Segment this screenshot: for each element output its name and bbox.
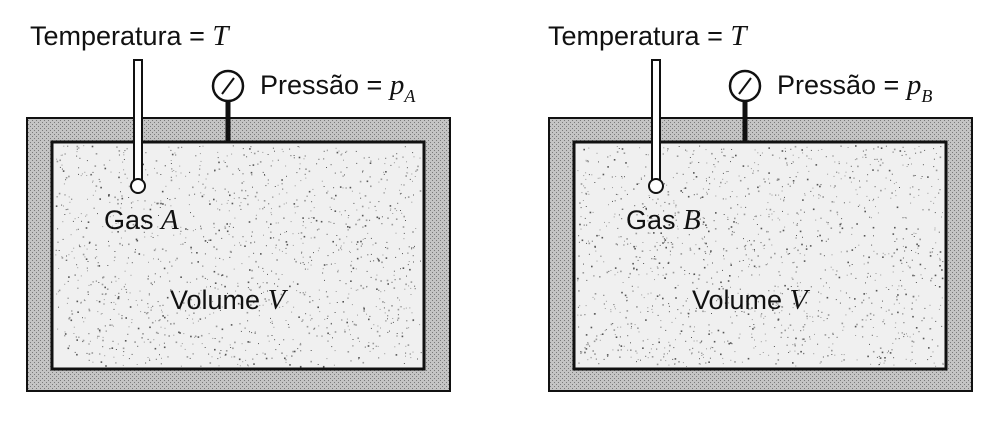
- pressure-gauge-b-needle: [738, 77, 752, 95]
- container-a-gas-region: [50, 140, 426, 371]
- thermometer-a-stem: [133, 59, 143, 183]
- pressure-label-b: Pressão = pB: [777, 69, 933, 106]
- pressure-gauge-b: [728, 69, 762, 142]
- temperature-label-b: Temperatura = T: [548, 21, 747, 51]
- volume-symbol-b: V: [789, 284, 808, 316]
- gas-label-b-text: Gas: [626, 205, 676, 235]
- thermometer-b-stem: [651, 59, 661, 183]
- gas-label-a: Gas A: [104, 205, 179, 235]
- pressure-symbol-a: p: [389, 69, 405, 101]
- gas-symbol-b: B: [683, 204, 701, 236]
- pressure-subscript-a: A: [404, 86, 416, 106]
- pressure-label-a: Pressão = pA: [260, 69, 416, 106]
- pressure-symbol-b: p: [906, 69, 922, 101]
- temperature-label-a: Temperatura = T: [30, 21, 229, 51]
- volume-label-b-text: Volume: [692, 285, 783, 315]
- volume-label-a-text: Volume: [170, 285, 261, 315]
- volume-symbol-a: V: [267, 284, 286, 316]
- container-b-gas-region: [572, 140, 948, 371]
- volume-label-b: Volume V: [692, 285, 807, 315]
- thermometer-a-bulb: [130, 178, 146, 194]
- gas-label-a-text: Gas: [104, 205, 154, 235]
- temperature-label-a-text: Temperatura =: [30, 21, 205, 51]
- pressure-gauge-a: [211, 69, 245, 142]
- temperature-label-b-text: Temperatura =: [548, 21, 723, 51]
- temperature-symbol-b: T: [730, 20, 747, 52]
- temperature-symbol-a: T: [212, 20, 229, 52]
- pressure-subscript-b: B: [921, 86, 933, 106]
- volume-label-a: Volume V: [170, 285, 285, 315]
- thermometer-a: [130, 59, 146, 194]
- thermometer-b: [648, 59, 664, 194]
- gas-symbol-a: A: [161, 204, 179, 236]
- pressure-label-a-text: Pressão =: [260, 70, 383, 100]
- thermometer-b-bulb: [648, 178, 664, 194]
- pressure-gauge-a-needle: [221, 77, 235, 95]
- container-b: [548, 117, 973, 392]
- container-a-gas-speckle: [55, 145, 422, 368]
- gas-label-b: Gas B: [626, 205, 701, 235]
- container-b-gas-speckle: [577, 145, 944, 367]
- container-a: [26, 117, 451, 392]
- pressure-label-b-text: Pressão =: [777, 70, 900, 100]
